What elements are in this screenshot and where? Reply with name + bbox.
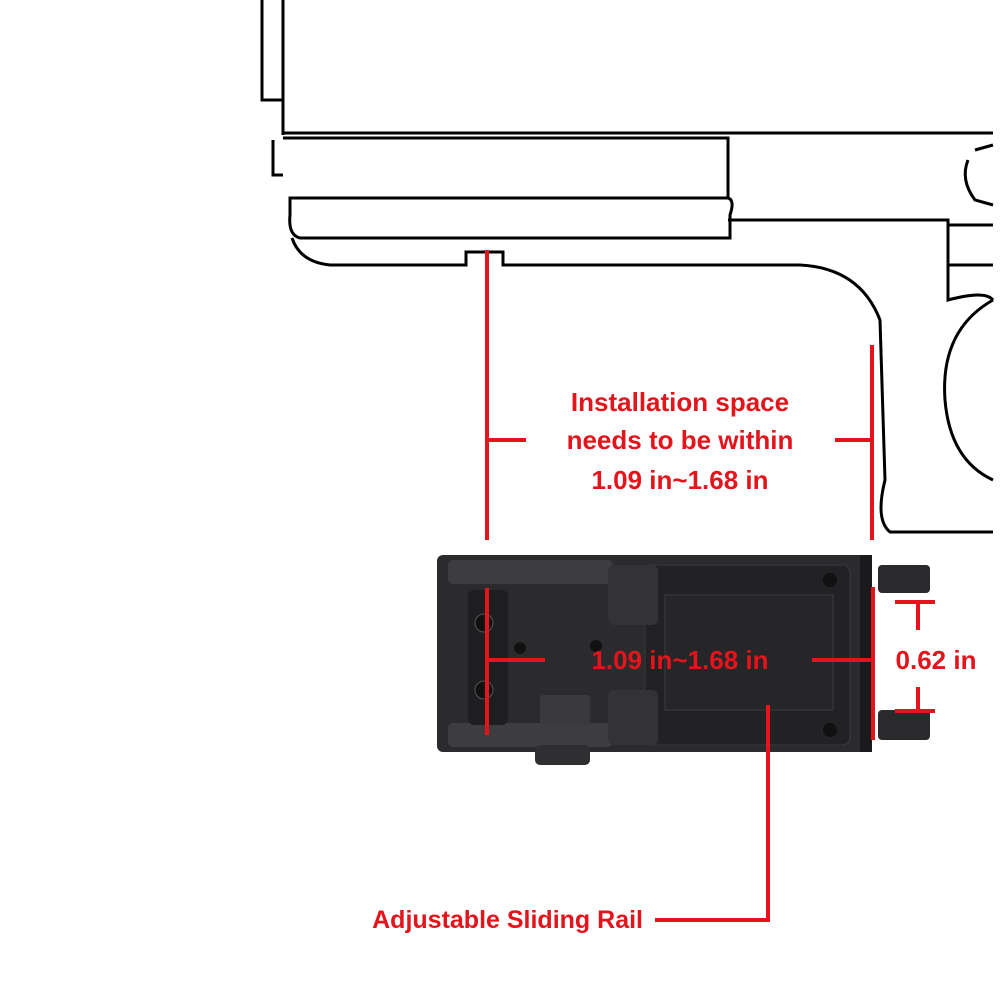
installation-dimension	[485, 250, 874, 540]
knob-top-icon	[878, 565, 930, 593]
installation-label-line1: Installation space	[571, 387, 789, 417]
sliding-rail-label: Adjustable Sliding Rail	[372, 906, 643, 934]
rail-width-label: 1.09 in~1.68 in	[591, 645, 768, 675]
pistol-outline	[260, 0, 995, 534]
height-label: 0.62 in	[896, 645, 977, 675]
installation-label-line3: 1.09 in~1.68 in	[591, 465, 768, 495]
sliding-rail-mount	[437, 555, 930, 765]
device-dimensions	[485, 587, 935, 922]
knob-bottom-icon	[878, 710, 930, 740]
installation-label-line2: needs to be within	[567, 425, 794, 455]
